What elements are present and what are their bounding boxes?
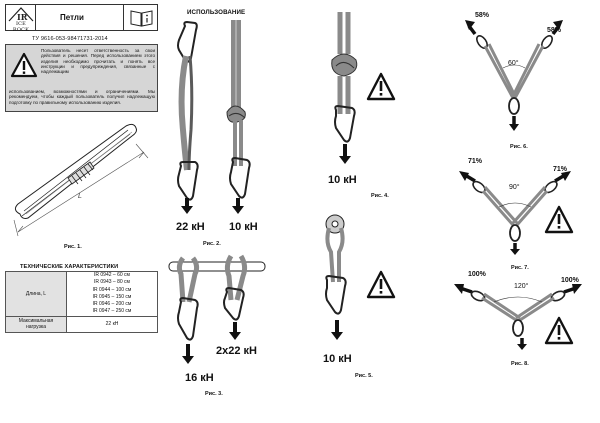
document-header: IR ICE ROCK Петли (5, 4, 158, 33)
max-load-label-line1: Максимальная (18, 318, 54, 325)
length-value: IR 0943 – 80 см (66, 279, 158, 287)
fig6-drawing (465, 20, 563, 131)
angle-label: 90° (509, 184, 520, 191)
force-label: 22 кН (176, 221, 205, 233)
fig2-drawing (177, 20, 251, 214)
force-label: 10 кН (323, 353, 352, 365)
load-percent-right: 100% (561, 277, 579, 284)
load-percent-right: 58% (547, 27, 562, 34)
warning-triangle-icon (544, 316, 574, 345)
max-load-label-line2: нагрузка (26, 324, 46, 331)
specs-title: ТЕХНИЧЕСКИЕ ХАРАКТЕРИСТИКИ (20, 264, 119, 270)
ice-rock-logo: IR ICE ROCK (6, 5, 36, 33)
load-percent-right: 71% (553, 166, 568, 173)
product-title: Петли (36, 5, 124, 30)
force-label: 10 кН (229, 221, 258, 233)
carabiner-icon (177, 20, 198, 63)
usage-title: ИСПОЛЬЗОВАНИЕ (187, 9, 246, 16)
carabiner-icon (325, 274, 347, 315)
table-row: IR 0943 – 80 см (6, 279, 158, 287)
warning-triangle-icon (366, 72, 396, 101)
manual-box (125, 5, 158, 30)
table-row: Длина, L IR 0942 – 60 см (5, 271, 158, 317)
max-load-label: Максимальная нагрузка (5, 315, 67, 333)
warning-triangle-icon (366, 270, 396, 299)
warning-text: Пользователь несет ответственность за св… (41, 48, 155, 75)
figure-7-caption: Рис. 7. (511, 265, 529, 271)
brand-name: ICE ROCK (12, 21, 30, 33)
svg-text:IR: IR (17, 12, 28, 22)
bar-tack (67, 161, 95, 185)
figure-6-caption: Рис. 6. (510, 144, 528, 150)
length-value: IR 0946 – 200 см (66, 301, 158, 309)
ir-logo-icon: IR (8, 7, 34, 22)
length-value: IR 0942 – 60 см (66, 271, 158, 280)
force-label: 2x22 кН (216, 345, 257, 357)
carabiner-icon (509, 224, 521, 242)
carabiner-icon (512, 319, 524, 337)
table-row: IR 0945 – 150 см (6, 293, 158, 302)
fig5-drawing (325, 214, 347, 340)
figure-1-caption: Рис. 1. (64, 244, 82, 250)
table-row: Максимальная нагрузка 22 кН (5, 315, 158, 333)
figure-4-caption: Рис. 4. (371, 193, 389, 199)
table-row: IR 0946 – 200 см (6, 301, 158, 309)
warning-text-continued: использованием, возможностями и ограниче… (9, 89, 155, 105)
force-label: 10 кН (328, 174, 357, 186)
overhand-knot (331, 53, 358, 77)
load-percent-left: 100% (468, 271, 486, 278)
angle-label: 120° (514, 283, 529, 290)
carabiner-icon (229, 156, 251, 199)
max-load-value: 22 кН (66, 315, 158, 333)
girth-hitch-knot (226, 105, 246, 123)
fig4-drawing (331, 12, 358, 164)
warning-triangle-icon (10, 52, 38, 78)
length-value: IR 0947 – 250 см (66, 308, 158, 317)
carabiner-icon (508, 97, 520, 115)
fig7-drawing (459, 171, 571, 255)
carabiner-icon (177, 296, 199, 341)
svg-text:L: L (78, 193, 82, 200)
figure-3-caption: Рис. 3. (205, 391, 223, 397)
specs-table: Длина, L IR 0942 – 60 см IR 0943 – 80 см… (5, 271, 158, 333)
figure-5-caption: Рис. 5. (355, 373, 373, 379)
fig8-drawing (454, 284, 582, 350)
book-info-icon (130, 10, 153, 27)
length-label: Длина, L (5, 271, 67, 317)
figure-8-caption: Рис. 8. (511, 361, 529, 367)
figure-2-caption: Рис. 2. (203, 241, 221, 247)
warning-box: Пользователь несет ответственность за св… (5, 44, 158, 112)
length-value: IR 0945 – 150 см (66, 293, 158, 302)
fig3-drawing (168, 254, 266, 364)
warning-triangle-icon (544, 205, 574, 234)
force-label: 16 кН (185, 372, 214, 384)
load-percent-left: 71% (468, 158, 483, 165)
load-percent-left: 58% (475, 12, 490, 19)
carabiner-icon (334, 104, 356, 143)
sling-drawing: L (13, 123, 149, 237)
standard-code: ТУ 9616-053-98471731-2014 (32, 36, 108, 42)
angle-label: 60° (508, 60, 519, 67)
length-value: IR 0944 – 100 см (66, 286, 158, 294)
carabiner-icon (223, 286, 245, 321)
carabiner-icon (177, 161, 199, 201)
table-row: IR 0944 – 100 см (6, 286, 158, 294)
